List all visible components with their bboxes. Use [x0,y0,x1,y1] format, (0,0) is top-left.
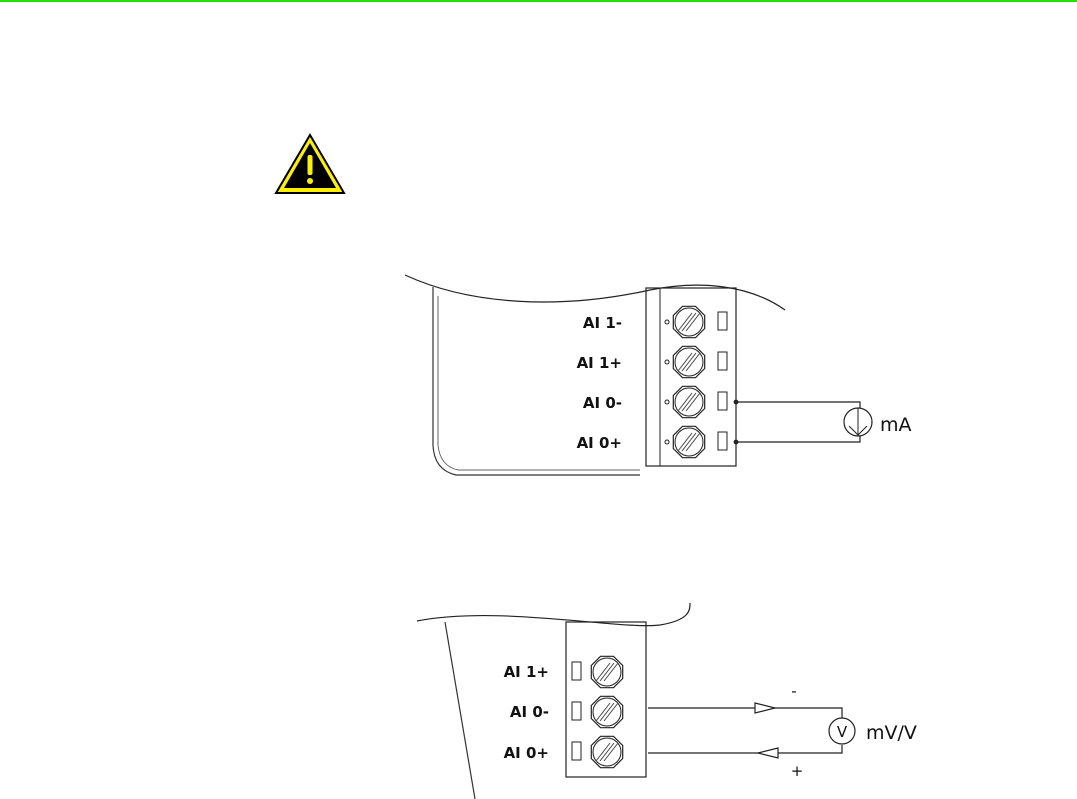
terminal-slot [572,662,581,680]
terminal-screw-icon [591,696,622,727]
meter-label: mV/V [866,722,917,744]
plus-sign: + [791,762,804,780]
terminal-slot [572,742,581,760]
terminal-label: AI 0- [510,703,549,721]
terminal-label: AI 0+ [504,744,549,762]
terminal-screw-icon [591,736,622,767]
terminal-screw-icon [591,656,622,687]
terminal-slot [572,702,581,720]
housing-outline-left [445,622,475,799]
voltmeter-symbol: V [837,723,848,741]
voltmeter-icon: V [829,718,855,744]
terminal-labels: AI 1+ AI 0- AI 0+ [504,663,549,762]
housing-outline-top [417,603,690,626]
terminal-label: AI 1+ [504,663,549,681]
voltage-wires [648,703,842,758]
minus-sign: - [791,682,796,700]
